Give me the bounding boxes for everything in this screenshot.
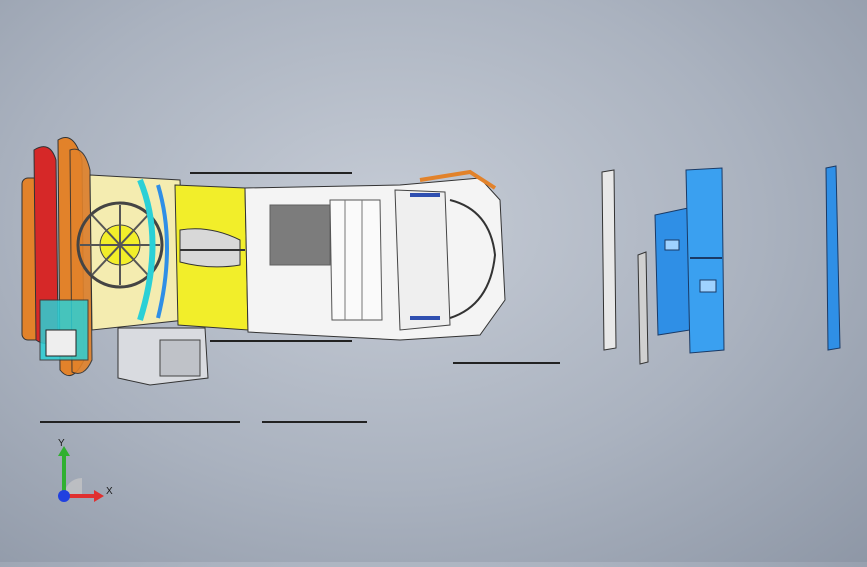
door-panel-strip[interactable] bbox=[601, 169, 649, 365]
edge-lines bbox=[40, 172, 560, 423]
axis-triad: Y X bbox=[40, 438, 120, 510]
front-body-shell[interactable] bbox=[244, 169, 506, 341]
rear-structure[interactable] bbox=[76, 174, 186, 331]
y-axis-label: Y bbox=[58, 438, 65, 449]
rear-seat-frame[interactable] bbox=[21, 137, 93, 377]
side-skirt[interactable] bbox=[117, 327, 209, 386]
x-axis-label: X bbox=[106, 486, 113, 497]
floor-pan[interactable] bbox=[174, 184, 249, 331]
blue-door-panels[interactable] bbox=[654, 167, 725, 354]
axis-triad-icon bbox=[58, 446, 104, 502]
right-side-panel[interactable] bbox=[825, 165, 841, 351]
